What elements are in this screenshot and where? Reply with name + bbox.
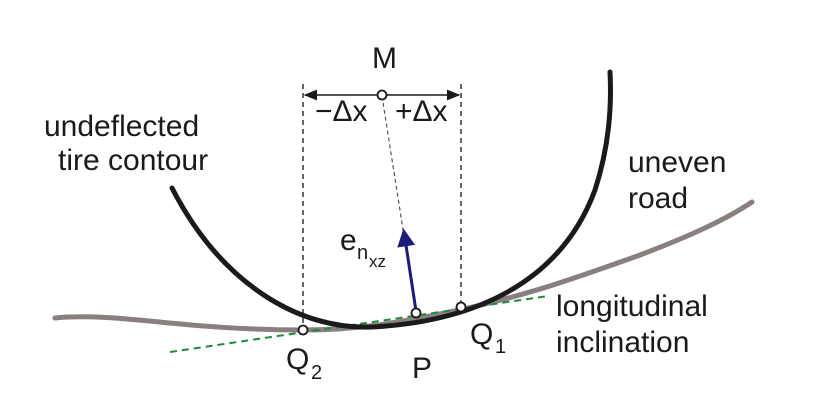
label-q2: Q 2 xyxy=(286,343,322,384)
label-q1-sub: 1 xyxy=(495,336,506,358)
uneven-road-curve xyxy=(52,199,755,333)
point-q1 xyxy=(455,301,467,313)
label-q2-sub: 2 xyxy=(311,362,322,384)
label-e-main: e xyxy=(340,224,357,257)
point-m xyxy=(376,89,388,101)
label-tire-line2: tire contour xyxy=(58,144,208,177)
label-plus-dx: +Δx xyxy=(395,95,448,128)
normal-vector-arrow xyxy=(397,228,418,312)
label-road-line1: uneven xyxy=(628,146,726,179)
label-normal-vector: e n xz xyxy=(340,224,386,271)
label-e-sub-xz: xz xyxy=(369,252,386,271)
label-road-line2: road xyxy=(628,182,688,215)
label-e-sub-n: n xyxy=(357,242,368,264)
point-q2 xyxy=(297,324,309,336)
label-tire-line1: undeflected xyxy=(44,110,199,143)
label-p: P xyxy=(412,352,432,385)
label-m: M xyxy=(372,42,397,75)
tire-contour-arc xyxy=(169,69,613,330)
label-incl-line1: longitudinal xyxy=(556,290,708,323)
label-q2-main: Q xyxy=(286,343,309,376)
label-minus-dx: −Δx xyxy=(315,95,368,128)
label-q1: Q 1 xyxy=(470,318,506,358)
label-q1-main: Q xyxy=(470,318,493,351)
point-p xyxy=(410,307,422,319)
label-incl-line2: inclination xyxy=(556,326,689,359)
